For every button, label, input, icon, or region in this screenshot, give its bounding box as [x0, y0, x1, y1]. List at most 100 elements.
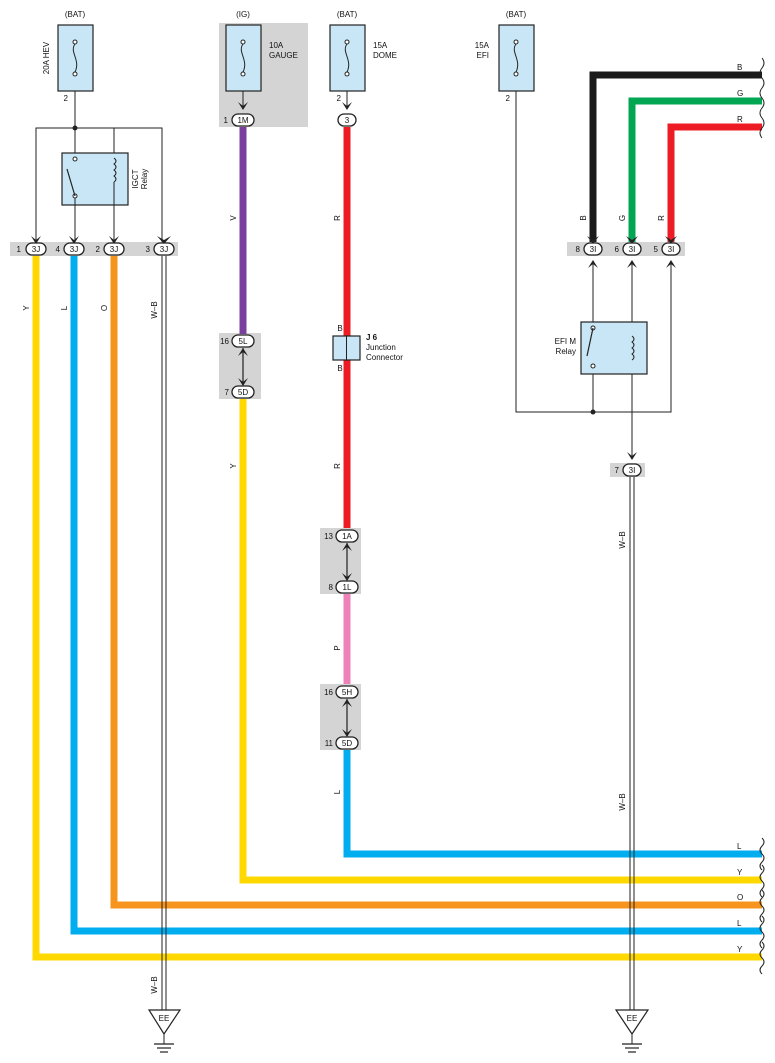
output-label-l-1: L — [737, 842, 742, 851]
fuse-efi-pin: 2 — [506, 94, 511, 103]
fuse-efi-amp: 15A — [475, 41, 490, 50]
svg-text:7: 7 — [225, 388, 230, 397]
svg-text:Junction: Junction — [366, 343, 396, 352]
connector-1l: 1L 8 — [329, 580, 359, 594]
wire-y-gauge — [239, 399, 762, 884]
connector-3j-strip — [10, 242, 178, 256]
fuse-dome-pin: 2 — [337, 94, 342, 103]
output-label-g: G — [737, 89, 743, 98]
fuse-hev-source: (BAT) — [65, 10, 86, 19]
ground-icon — [614, 1009, 650, 1036]
wire-label-p: P — [333, 645, 342, 650]
svg-text:3J: 3J — [110, 245, 118, 254]
fuse-element-icon — [513, 43, 519, 73]
svg-text:3I: 3I — [668, 245, 675, 254]
svg-text:16: 16 — [324, 688, 333, 697]
connector-5h-5d-link — [342, 699, 352, 737]
wire-l-dome — [343, 750, 762, 858]
output-label-l-2: L — [737, 919, 742, 928]
connector-3j-pin4: 3J 4 — [56, 242, 85, 256]
connector-3j-pin2: 3J 2 — [96, 242, 125, 256]
fuse-element-icon — [72, 43, 78, 73]
wire-label-wb-right-1: W–B — [618, 531, 627, 548]
connector-3i-pin6: 3I 6 — [615, 242, 642, 256]
connector-3j-pin3: 3J 3 — [146, 242, 175, 256]
svg-text:5D: 5D — [238, 388, 248, 397]
igct-relay-label-1: IGCT — [131, 169, 140, 188]
fuse-gauge-name: GAUGE — [269, 51, 298, 60]
igct-relay: IGCT Relay — [35, 125, 163, 242]
fuse-dome-name: DOME — [373, 51, 397, 60]
svg-text:B: B — [337, 324, 342, 333]
efim-relay-label-1: EFI M — [555, 337, 577, 346]
wire-label-l-dome: L — [333, 789, 342, 794]
svg-text:Connector: Connector — [366, 353, 403, 362]
svg-text:6: 6 — [615, 245, 620, 254]
wire-label-wb-right-2: W–B — [618, 793, 627, 810]
wire-label-r-lower: R — [333, 463, 342, 469]
fuse-hev-pin: 2 — [64, 94, 69, 103]
wire-y-outer — [32, 256, 762, 961]
fuse-element-icon — [344, 43, 350, 73]
wire-label-y-gauge: Y — [229, 463, 238, 469]
connector-3i-pin5: 3I 5 — [654, 242, 681, 256]
connector-3-dome: 3 — [345, 116, 350, 125]
svg-text:3I: 3I — [590, 245, 597, 254]
relay-switch-icon — [66, 168, 76, 197]
svg-text:4: 4 — [56, 245, 61, 254]
wire-label-l-left: L — [60, 305, 69, 310]
svg-text:EE: EE — [627, 1014, 638, 1023]
svg-text:5D: 5D — [342, 739, 352, 748]
efim-relay-label-2: Relay — [556, 347, 576, 356]
svg-text:EE: EE — [159, 1014, 170, 1023]
svg-text:3I: 3I — [629, 466, 636, 475]
wire-wb-right — [629, 477, 635, 1010]
relay-switch-icon — [586, 327, 594, 357]
connector-1a-1l-link — [342, 543, 352, 581]
wire-label-b: B — [579, 215, 588, 220]
svg-text:1A: 1A — [342, 532, 352, 541]
output-label-b: B — [737, 63, 742, 72]
connector-1m-pin: 1 — [224, 116, 229, 125]
fuse-15a-dome: (BAT) 15A DOME 2 3 — [329, 10, 397, 127]
connector-5d-dome: 5D 11 — [325, 736, 359, 750]
svg-text:1: 1 — [17, 245, 22, 254]
fuse-dome-amp: 15A — [373, 41, 388, 50]
fuse-20a-hev: (BAT) 2 20A HEV — [42, 10, 94, 128]
output-label-y-2: Y — [737, 945, 743, 954]
relay-coil-icon — [631, 335, 635, 361]
wire-o — [110, 256, 762, 909]
fuse-efi-name: EFI — [477, 51, 489, 60]
connector-5l: 5L 16 — [220, 334, 255, 348]
wire-g-efi — [628, 97, 762, 242]
svg-text:2: 2 — [96, 245, 101, 254]
svg-text:8: 8 — [576, 245, 581, 254]
wire-label-o-left: O — [100, 305, 109, 311]
fuse-10a-gauge: (IG) 10A GAUGE 1M 1 — [224, 10, 298, 127]
fuse-gauge-amp: 10A — [269, 41, 284, 50]
connector-5d-gauge: 5D 7 — [225, 385, 255, 399]
connector-5h: 5H 16 — [324, 685, 359, 699]
wire-label-r-efi: R — [657, 215, 666, 221]
svg-text:3J: 3J — [32, 245, 40, 254]
svg-text:3: 3 — [146, 245, 151, 254]
svg-text:16: 16 — [220, 337, 229, 346]
wire-wb-left — [161, 256, 167, 1010]
wire-b-efi — [589, 71, 762, 242]
igct-relay-label-2: Relay — [140, 169, 149, 189]
ground-ee-left: EE — [147, 1009, 182, 1053]
connector-3i-pin8: 3I 8 — [576, 242, 603, 256]
output-label-o: O — [737, 893, 743, 902]
wire-label-r-upper: R — [333, 215, 342, 221]
fuse-efi-source: (BAT) — [506, 10, 527, 19]
svg-text:3I: 3I — [629, 245, 636, 254]
connector-3j-pin1: 3J 1 — [17, 242, 47, 256]
relay-coil-icon — [113, 157, 117, 183]
wire-label-g: G — [618, 215, 627, 221]
wire-break-marks — [759, 57, 765, 975]
svg-text:11: 11 — [325, 739, 334, 748]
output-label-r: R — [737, 115, 743, 124]
arrows-out-3i — [588, 260, 676, 460]
svg-text:5L: 5L — [239, 337, 248, 346]
